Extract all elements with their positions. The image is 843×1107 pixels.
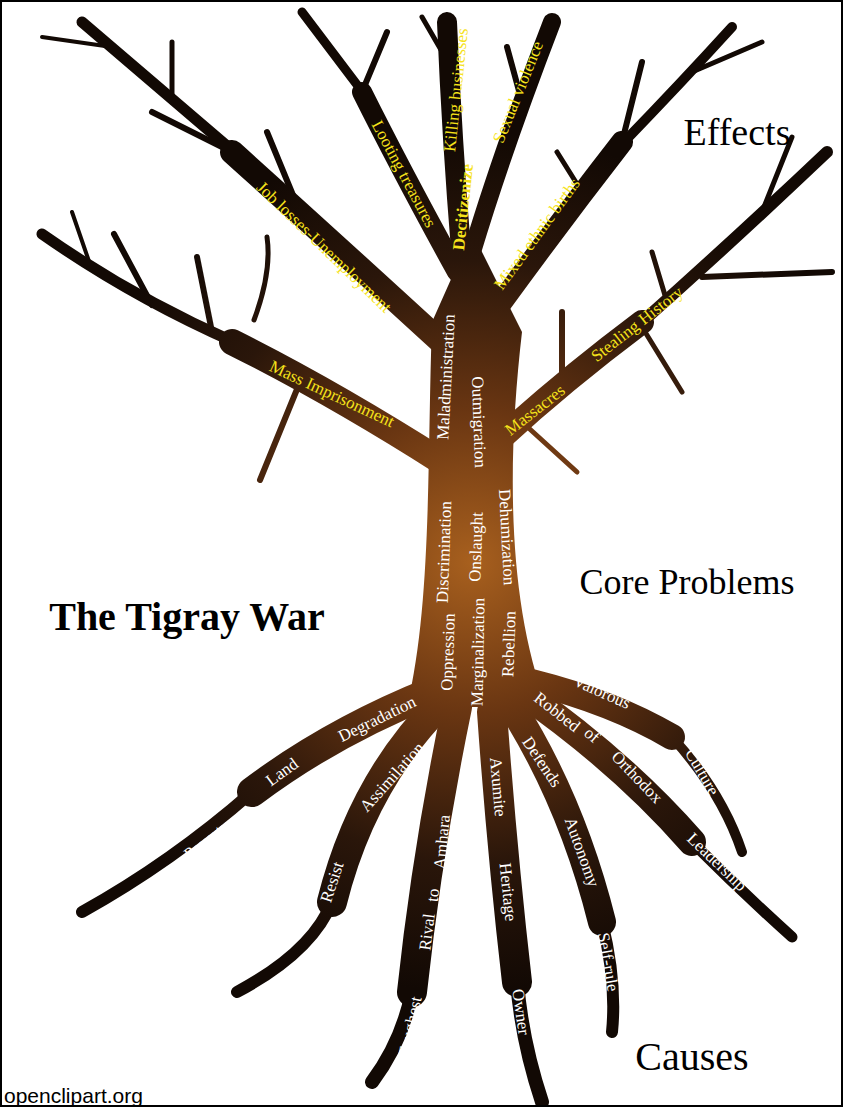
core-problem-label: Outmigration xyxy=(469,376,489,468)
core-problem-label: Oppression xyxy=(438,613,458,691)
effect-label: Looting treasures xyxy=(369,118,440,231)
cause-label: Axumite xyxy=(487,757,509,818)
core-problem-label: Dehumization xyxy=(496,488,518,585)
cause-label: Rival xyxy=(416,913,437,952)
cause-label: Owner xyxy=(509,988,532,1036)
section-heading: Core Problems xyxy=(580,564,795,600)
effect-label: Mixed ethnic births xyxy=(491,175,583,293)
cause-label: to xyxy=(424,888,442,903)
section-heading: Causes xyxy=(635,1037,748,1077)
core-problem-label: Discrimination xyxy=(434,501,455,604)
cause-label: Self-rule xyxy=(594,931,621,993)
watermark: openclipart.org xyxy=(4,1085,143,1106)
section-heading: Effects xyxy=(684,113,791,151)
core-problem-label: Rebellion xyxy=(499,611,518,678)
diagram-title: The Tigray War xyxy=(49,597,325,637)
effect-label: Job losses-Unemployment xyxy=(253,178,394,315)
effect-label: Stealing History xyxy=(588,283,686,365)
core-problem-label: Marginalization xyxy=(469,598,488,707)
core-problem-label: Onslaught xyxy=(466,512,485,582)
cause-label: Culture xyxy=(682,746,722,799)
cause-label: Toughest xyxy=(395,995,425,1059)
cause-label: Amhara xyxy=(431,814,453,870)
